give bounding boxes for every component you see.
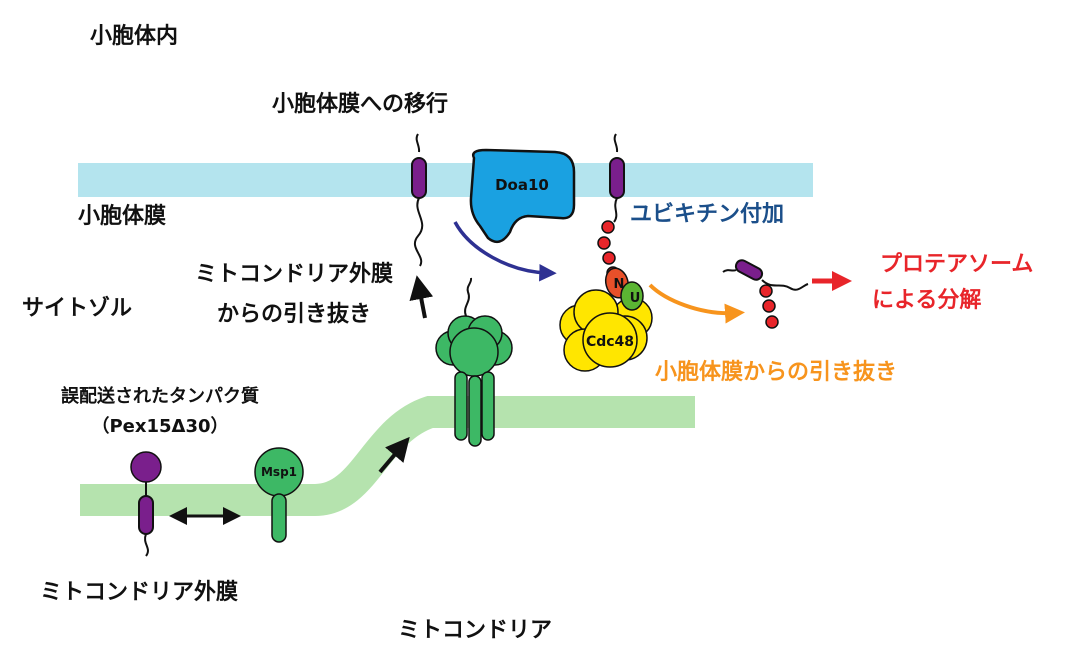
arrow-membrane-movement [378, 436, 410, 474]
label-mistargeted-2: （Pex15Δ30） [91, 416, 229, 437]
msp1-label: Msp1 [261, 465, 297, 479]
cdc48-complex [559, 289, 653, 372]
label-translocation: 小胞体膜への移行 [272, 92, 449, 117]
u-domain [620, 281, 644, 311]
pex15-mito [130, 451, 162, 557]
label-er-extraction: 小胞体膜からの引き抜き [655, 360, 898, 385]
label-ubiquitination: ユビキチン付加 [630, 202, 785, 227]
label-mito-outer-membrane: ミトコンドリア外膜 [40, 580, 239, 605]
u-domain-label: U [630, 291, 641, 306]
er-membrane-band [78, 163, 813, 197]
label-peroxisome-membrane: 小胞体膜 [78, 204, 167, 229]
label-mitochondria: ミトコンドリア [398, 618, 553, 643]
cdc48-label: Cdc48 [586, 334, 634, 350]
label-peroxisome-interior: 小胞体内 [90, 24, 179, 49]
label-cytosol: サイトゾル [22, 296, 133, 321]
label-mito-extraction-1: ミトコンドリア外膜 [194, 262, 393, 287]
arrow-mito-extraction [409, 275, 434, 319]
arrow-er-extraction [648, 283, 745, 324]
msp1-hexamer [435, 277, 513, 447]
pex15-er-right [609, 133, 625, 223]
mito-membrane-band [80, 396, 695, 516]
pex15-er-left [411, 133, 427, 267]
msp1-monomer [254, 447, 304, 543]
doa10-shape [469, 148, 576, 244]
arrow-ubiquitination [453, 221, 557, 282]
n-domain-label: N [614, 277, 625, 292]
doa10-label: Doa10 [495, 176, 549, 194]
released-pex15 [722, 259, 809, 329]
label-mistargeted-1: 誤配送されたタンパク質 [61, 386, 259, 407]
label-mito-extraction-2: からの引き抜き [216, 302, 371, 327]
label-proteasome-1: プロテアソーム [880, 252, 1034, 277]
label-proteasome-2: による分解 [872, 288, 982, 313]
